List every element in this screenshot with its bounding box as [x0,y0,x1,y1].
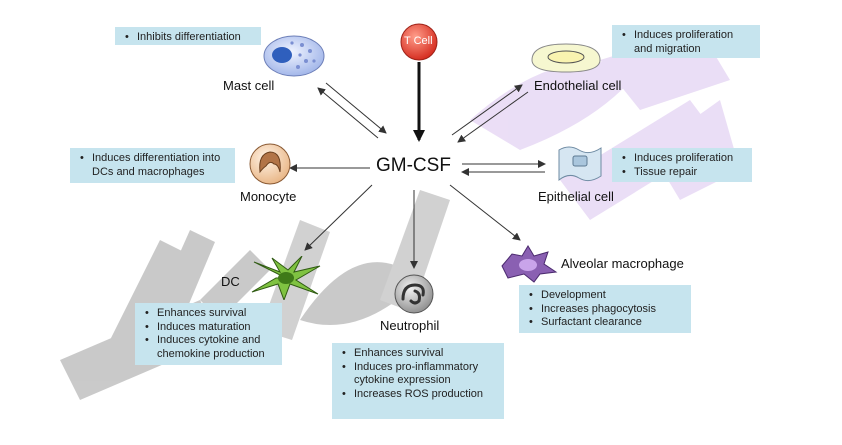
effect-item: Induces pro-inflammatory cytokine expres… [340,361,498,388]
epithelial-cell-effects: Induces proliferation Tissue repair [612,148,752,182]
effect-item: Induces proliferation [620,152,746,166]
effect-item: Enhances survival [340,347,498,361]
effect-item: Induces proliferation and migration [620,29,754,56]
arrow-gmcsf-to-macrophage [449,184,521,241]
t-cell-icon [400,23,438,61]
arrow-mastcell-to-gmcsf [325,82,387,134]
dc-label: DC [221,274,240,289]
mast-cell-icon [263,35,325,77]
effect-item: Development [527,289,685,303]
effect-item: Increases ROS production [340,388,498,402]
epithelial-cell-label: Epithelial cell [538,189,614,204]
effect-item: Increases phagocytosis [527,303,685,317]
effect-item: Induces maturation [143,321,276,335]
dendritic-cell-icon [251,256,321,300]
mast-cell-label: Mast cell [223,78,275,93]
neutrophil-effects: Enhances survival Induces pro-inflammato… [332,343,504,419]
effect-item: Inhibits differentiation [123,31,255,45]
endothelial-cell-effects: Induces proliferation and migration [612,25,760,58]
monocyte-effects: Induces differentiation into DCs and mac… [70,148,235,183]
dc-effects: Enhances survival Induces maturation Ind… [135,303,282,365]
arrow-gmcsf-to-endothelial [451,84,523,136]
monocyte-label: Monocyte [240,189,297,204]
alveolar-macrophage-label: Alveolar macrophage [561,256,684,271]
alveolar-macrophage-icon [501,245,558,283]
alveolar-macrophage-effects: Development Increases phagocytosis Surfa… [519,285,691,333]
monocyte-icon [249,143,291,185]
arrow-endothelial-to-gmcsf [457,91,529,143]
effect-item: Induces cytokine and chemokine productio… [143,334,276,361]
effect-item: Induces differentiation into DCs and mac… [78,152,229,179]
arrow-gmcsf-to-mastcell [317,87,379,139]
t-cell-label: T Cell [404,35,433,47]
arrow-gmcsf-to-dc [304,184,373,251]
effect-item: Surfactant clearance [527,316,685,330]
effect-item: Enhances survival [143,307,276,321]
mast-cell-effects: Inhibits differentiation [115,27,261,45]
epithelial-cell-icon [558,146,602,182]
neutrophil-label: Neutrophil [380,318,440,333]
neutrophil-icon [394,274,434,314]
gm-csf-label: GM-CSF [376,155,451,176]
effect-item: Tissue repair [620,166,746,180]
endothelial-cell-icon [531,43,601,73]
endothelial-cell-label: Endothelial cell [534,78,622,93]
